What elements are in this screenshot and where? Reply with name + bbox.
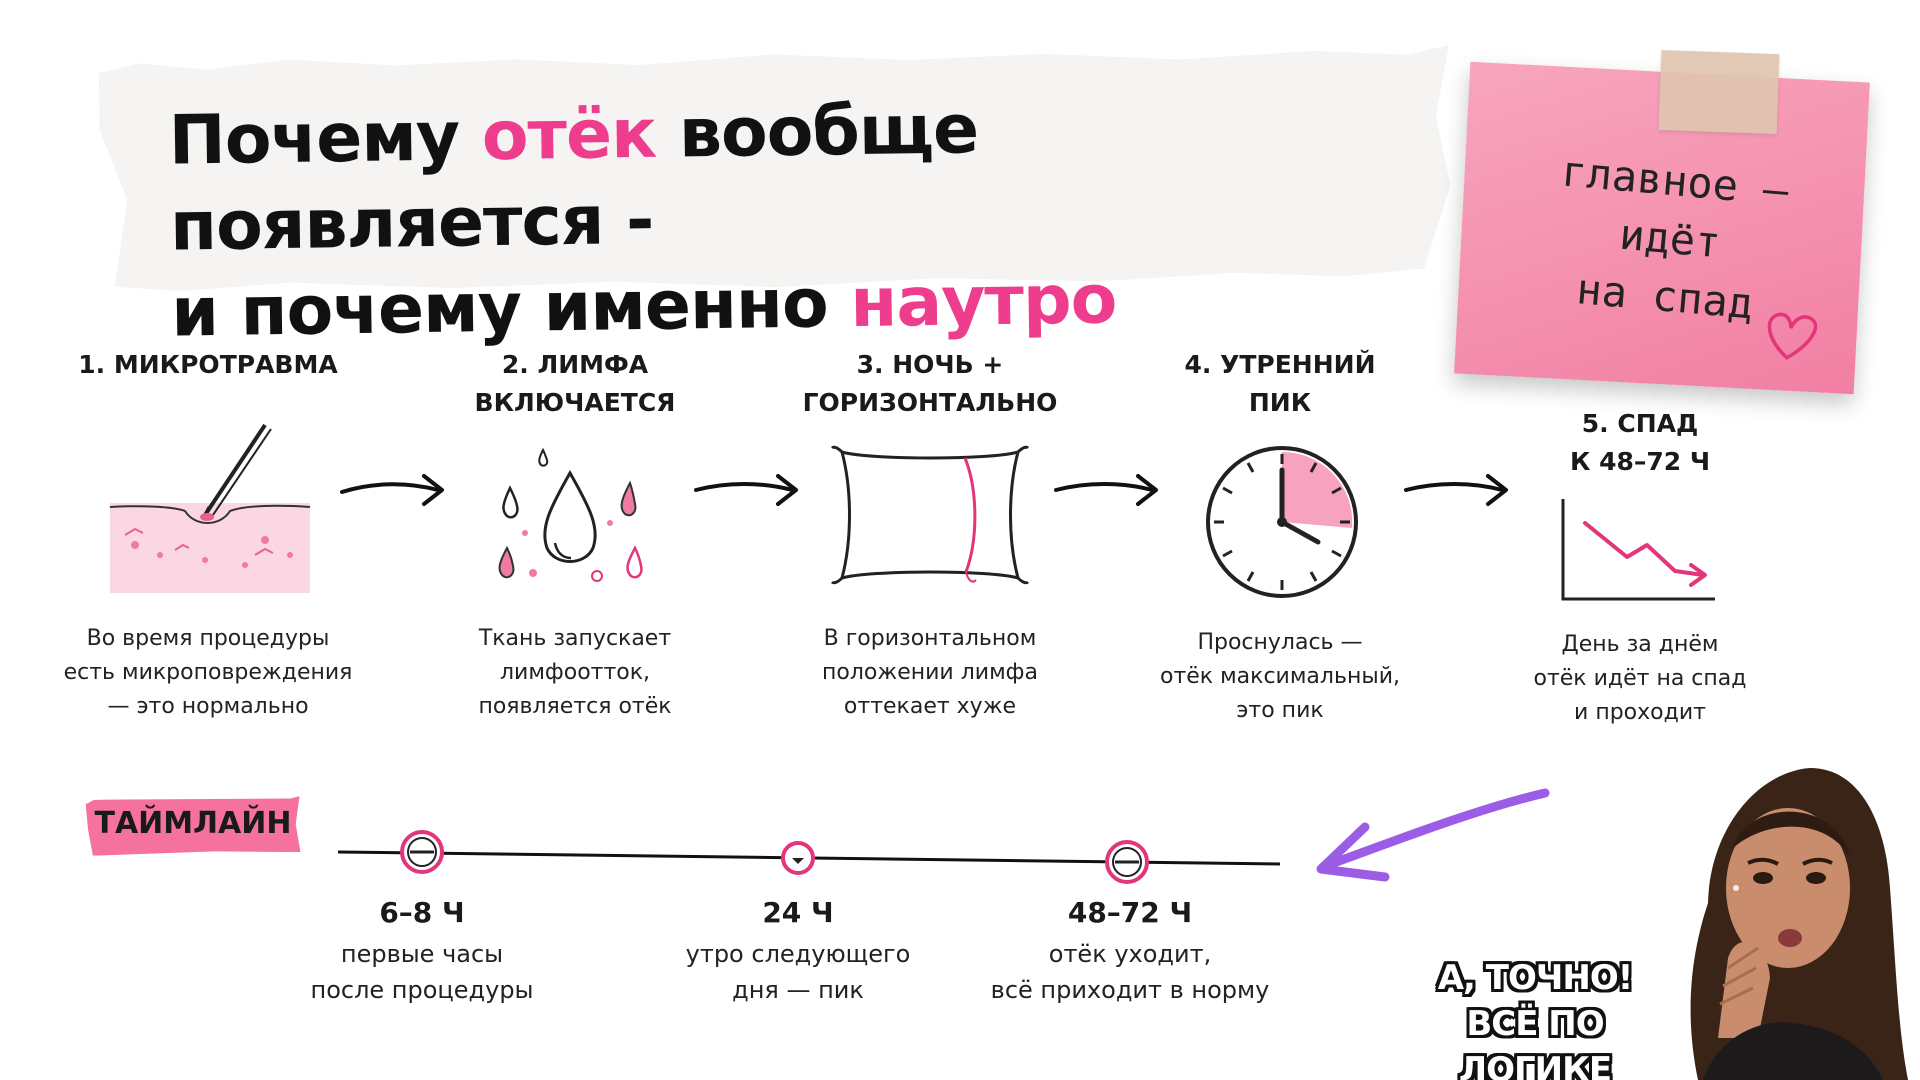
timeline-track [337, 830, 1281, 884]
arrow-4-5 [1404, 474, 1508, 506]
timeline-marker-1 [400, 830, 444, 874]
timeline-time-3: 48–72 Ч [1067, 896, 1193, 929]
page-title: Почему отёк вообще появляется - и почему… [168, 90, 1117, 353]
decline-chart-icon [1561, 499, 1715, 601]
arrow-2-3 [694, 474, 798, 506]
clock-icon [1206, 446, 1358, 598]
title-highlight-otek: отёк [481, 94, 657, 177]
timeline-marker-2 [781, 841, 815, 875]
step-3-title: 3. НОЧЬ + ГОРИЗОНТАЛЬНО [802, 350, 1058, 417]
pillow-icon [830, 445, 1030, 585]
step-5-title: 5. СПАД К 48–72 Ч [1569, 409, 1711, 476]
timeline-desc-3: отёк уходит,всё приходит в норму [990, 940, 1270, 1004]
timeline-label: ТАЙМЛАЙН [94, 806, 292, 841]
step-1-title: 1. МИКРОТРАВМА [78, 350, 338, 379]
title-highlight-nautro: наутро [849, 260, 1117, 344]
timeline-time-1: 6–8 Ч [379, 896, 465, 929]
arrow-1-2 [340, 474, 444, 506]
needle-skin-icon [109, 423, 311, 593]
person-sticker [1667, 751, 1920, 1080]
meme-caption: А, ТОЧНО! ВСЁ ПО ЛОГИКЕ [1437, 958, 1634, 1080]
heart-icon [1767, 312, 1818, 360]
purple-arrow-icon [1316, 788, 1550, 882]
timeline-time-2: 24 Ч [762, 896, 834, 929]
step-4-desc: Проснулась —отёк максимальный,это пик [1159, 630, 1400, 723]
timeline-marker-3 [1105, 840, 1149, 884]
step-2-title: 2. ЛИМФА ВКЛЮЧАЕТСЯ [474, 350, 676, 417]
step-4-title: 4. УТРЕННИЙ ПИК [1184, 350, 1376, 417]
droplets-icon [498, 448, 643, 582]
tape-strip [1658, 49, 1780, 135]
arrow-3-4 [1054, 474, 1158, 506]
